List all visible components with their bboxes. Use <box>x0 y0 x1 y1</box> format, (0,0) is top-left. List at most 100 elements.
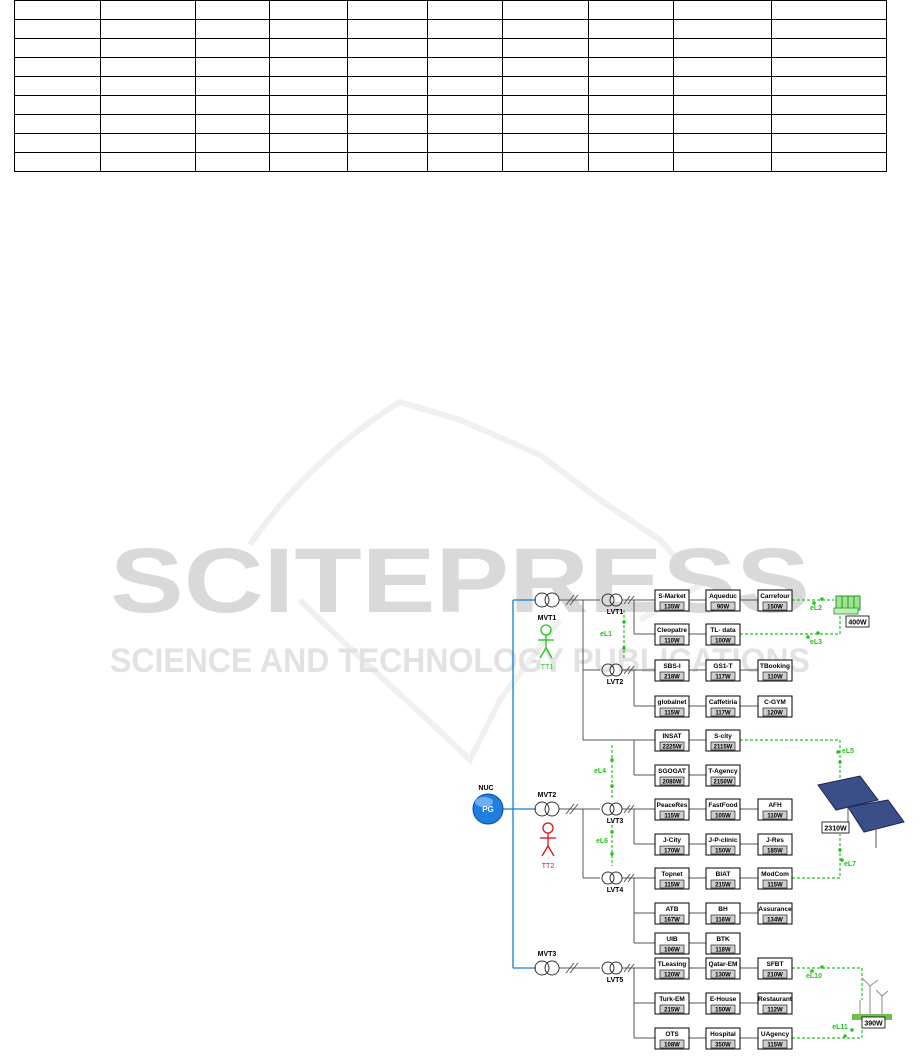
load-name: Caffetiria <box>709 699 738 706</box>
lv-transformer-icon <box>601 663 615 677</box>
load-power: 150W <box>715 1008 731 1014</box>
connection-lines <box>503 594 758 1039</box>
load-power-badge <box>659 1004 685 1014</box>
link-node <box>843 1034 847 1038</box>
link-node <box>610 830 614 834</box>
link-node <box>820 597 824 601</box>
load-power: 167W <box>664 918 680 924</box>
load-power-badge <box>659 845 685 855</box>
load-power-badge <box>710 914 736 924</box>
load-power-badge <box>710 944 736 954</box>
load-box: globalnet 115W <box>654 695 690 718</box>
load-power: 150W <box>715 849 731 855</box>
load-name: Qatar-EM <box>709 961 738 968</box>
break-mark <box>627 963 635 973</box>
load-power-badge <box>710 601 736 611</box>
link-node <box>838 760 842 764</box>
link-el11 <box>792 1028 863 1039</box>
lvt-label: LVT1 <box>607 609 624 616</box>
mv-transformer-icon <box>534 592 550 608</box>
load-power-badge <box>762 969 788 979</box>
break-mark <box>569 962 579 974</box>
load-power: 106W <box>664 948 680 954</box>
load-power: 115W <box>767 883 783 889</box>
load-name: globalnet <box>658 699 688 706</box>
lv-transformer-icon <box>601 961 615 975</box>
load-name: J-City <box>663 837 681 844</box>
break-mark <box>623 963 631 973</box>
grid-row <box>14 57 887 77</box>
lv-transformer-icon <box>609 802 623 816</box>
link-label: eL5 <box>842 748 854 755</box>
load-power: 2150W <box>713 780 732 786</box>
mv-transformer-icon <box>544 960 560 976</box>
load-power: 117W <box>715 675 731 681</box>
load-power: 108W <box>664 1043 680 1049</box>
lv-transformer-icon <box>609 961 623 975</box>
load-box: UIB 106W <box>654 932 690 955</box>
load-box: AFH 110W <box>757 798 793 821</box>
load-name: UIB <box>666 936 678 943</box>
load-power-badge <box>659 969 685 979</box>
load-power: 350W <box>715 1043 731 1049</box>
load-power-badge <box>659 707 685 717</box>
load-power: 110W <box>767 814 783 820</box>
break-mark <box>569 803 579 815</box>
lv-transformer-icon <box>601 871 615 885</box>
load-power: 110W <box>767 675 783 681</box>
grid-row <box>14 0 887 20</box>
load-name: AFH <box>768 802 782 809</box>
link-label: eL1 <box>600 631 612 638</box>
load-power-badge <box>710 671 736 681</box>
link-label: eL7 <box>844 861 856 868</box>
load-name: INSAT <box>662 733 681 740</box>
load-power: 2115W <box>714 745 733 751</box>
link-label: eL4 <box>594 768 606 775</box>
load-power: 185W <box>767 849 783 855</box>
load-power-badge <box>762 707 788 717</box>
link-label: eL11 <box>832 1024 848 1031</box>
lv-transformers <box>601 593 623 975</box>
load-power: 110W <box>664 639 680 645</box>
person-tt2-label: TT2 <box>542 863 555 870</box>
load-name: E-House <box>710 996 737 1003</box>
load-power: 115W <box>664 711 680 717</box>
wind-power: 390W <box>864 1021 883 1028</box>
link-label: eL10 <box>806 973 822 980</box>
load-power-badge <box>762 601 788 611</box>
break-mark <box>627 873 635 883</box>
load-name: FastFood <box>708 802 737 809</box>
link-node <box>806 635 810 639</box>
battery-icon <box>833 595 861 615</box>
load-box: E-House 150W <box>705 992 741 1015</box>
load-power-badge <box>710 635 736 645</box>
mv-transformers <box>534 592 560 976</box>
load-name: Cleopatre <box>657 627 687 634</box>
link-el10 <box>792 967 863 1000</box>
load-name: UAgency <box>761 1031 790 1038</box>
load-name: C-GYM <box>764 699 786 706</box>
load-power-badge <box>762 845 788 855</box>
load-power-badge <box>762 914 788 924</box>
link-node <box>850 1028 854 1032</box>
lv-transformer-icon <box>609 593 623 607</box>
load-power: 215W <box>664 1008 680 1014</box>
load-power: 117W <box>715 711 731 717</box>
load-power-badge <box>762 879 788 889</box>
break-mark <box>623 804 631 814</box>
mvt-label: MVT2 <box>538 792 557 799</box>
mvt-label: MVT1 <box>538 615 557 622</box>
link-node <box>810 969 814 973</box>
grid-row <box>14 19 887 39</box>
load-name: S-Market <box>658 593 686 600</box>
